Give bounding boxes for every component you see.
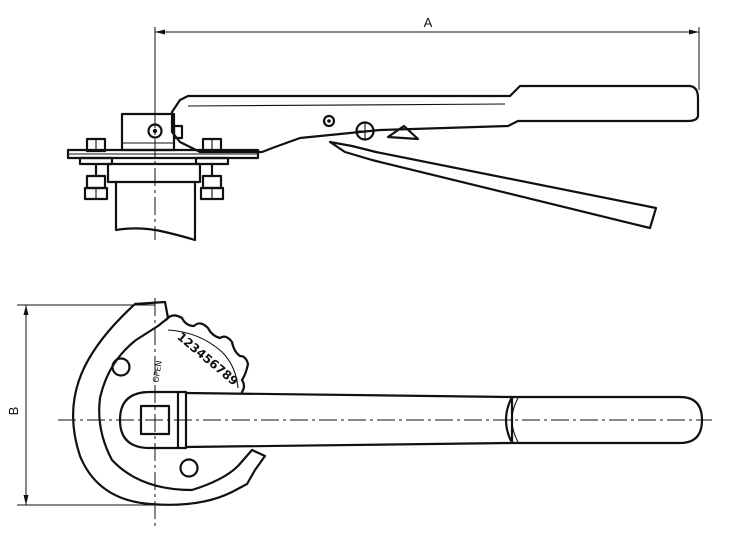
upper-handle [170, 84, 700, 154]
open-label: OPEN [151, 360, 164, 383]
upper-hole [111, 357, 131, 377]
scale-digits: 123456789 [174, 329, 241, 388]
left-bolt [78, 137, 114, 201]
top-view: B OPEN 123456789 [6, 298, 712, 528]
trigger-lever [328, 140, 658, 230]
cam-body [72, 300, 267, 506]
lower-hole [179, 458, 199, 478]
side-view: A [66, 15, 700, 242]
square-drive [118, 390, 188, 450]
handle-grip [504, 395, 704, 445]
dimension-b-label: B [6, 407, 21, 416]
gear-sector [164, 314, 250, 394]
dimension-a: A [154, 15, 700, 110]
locking-pin [355, 121, 375, 141]
latch-wedge [386, 124, 420, 141]
hub-block [120, 112, 184, 152]
gear-sector-inner [167, 329, 239, 389]
dimension-b: B [6, 304, 170, 506]
dimension-a-label: A [424, 15, 433, 30]
handle-neck [176, 391, 188, 449]
pivot-hole [322, 114, 336, 128]
valve-body [106, 162, 202, 242]
